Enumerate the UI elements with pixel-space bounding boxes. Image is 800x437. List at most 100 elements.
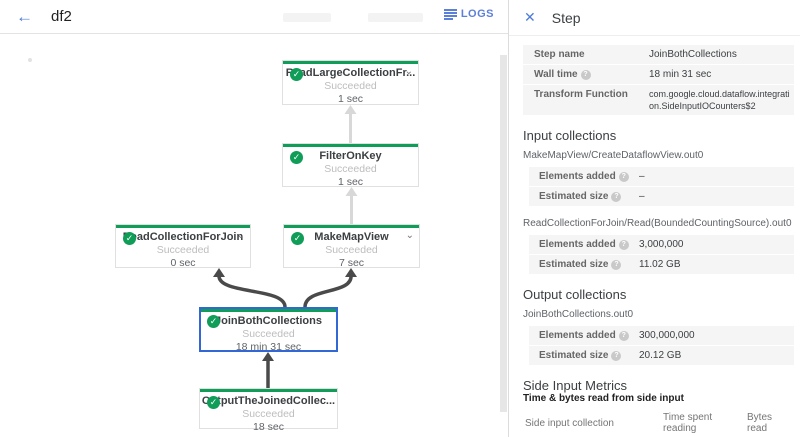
- help-icon[interactable]: ?: [618, 172, 629, 182]
- kv-row-estimated-size: Estimated size? –: [529, 187, 794, 206]
- help-icon[interactable]: ?: [611, 260, 622, 270]
- side-input-metrics-subheading: Time & bytes read from side input: [523, 393, 684, 404]
- node-title: ReadLargeCollectionFr...: [285, 67, 416, 79]
- kv-label: Step name: [534, 49, 585, 60]
- node-time: 7 sec: [338, 257, 365, 269]
- node-title: OutputTheJoinedCollec...: [201, 395, 336, 407]
- logs-label: LOGS: [460, 8, 494, 20]
- step-summary-table: Step name JoinBothCollections Wall time?…: [523, 45, 794, 115]
- side-input-metrics-table: Side input collection Time spent reading…: [523, 406, 794, 437]
- output-collection-group: JoinBothCollections.out0 Elements added?…: [523, 309, 794, 365]
- node-time: 1 sec: [337, 93, 364, 105]
- kv-label: Elements added?: [529, 329, 639, 342]
- kv-value: –: [639, 171, 645, 182]
- node-status: Succeeded: [156, 244, 210, 256]
- step-details-panel: ✕ Step Step name JoinBothCollections Wal…: [509, 0, 800, 437]
- node-status: Succeeded: [242, 408, 295, 420]
- kv-row-transform-function: Transform Function com.google.cloud.data…: [523, 85, 794, 115]
- graph-node-filter-on-key[interactable]: ✓ FilterOnKey Succeeded 1 sec: [282, 143, 419, 188]
- status-bar: [201, 309, 336, 312]
- panel-body: Step name JoinBothCollections Wall time?…: [509, 36, 800, 437]
- node-status: Succeeded: [324, 163, 377, 175]
- kv-value: 20.12 GB: [639, 350, 682, 361]
- graph-node-join-both-collections[interactable]: ✓ JoinBothCollections Succeeded 18 min 3…: [199, 307, 338, 353]
- vertical-scrollbar[interactable]: [500, 55, 507, 412]
- collection-name: JoinBothCollections.out0: [523, 309, 634, 320]
- logs-icon: [443, 8, 457, 20]
- success-check-icon: ✓: [123, 232, 136, 245]
- panel-header: ✕ Step: [509, 0, 800, 36]
- column-header: Bytes read: [745, 406, 794, 437]
- kv-label: Estimated size?: [529, 349, 639, 362]
- node-time: 0 sec: [170, 257, 196, 269]
- input-collections-heading: Input collections: [523, 128, 617, 143]
- node-status: Succeeded: [242, 328, 295, 340]
- success-check-icon: ✓: [291, 232, 304, 245]
- kv-value: 300,000,000: [639, 330, 695, 341]
- kv-value: JoinBothCollections: [649, 49, 737, 60]
- chevron-down-icon[interactable]: ⌄: [405, 230, 414, 241]
- kv-value: 3,000,000: [639, 239, 684, 250]
- status-bar: [284, 225, 419, 228]
- status-bar: [283, 61, 418, 64]
- node-time: 1 sec: [337, 176, 364, 188]
- success-check-icon: ✓: [207, 396, 220, 409]
- kv-label: Estimated size?: [529, 190, 639, 203]
- input-collection-group: MakeMapView/CreateDataflowView.out0 Elem…: [523, 150, 794, 206]
- job-title: df2: [51, 8, 72, 25]
- graph-node-read-collection-for-join[interactable]: ✓ ⌄ ReadCollectionForJoin Succeeded 0 se…: [115, 224, 251, 269]
- graph-node-read-large-collection[interactable]: ✓ ⌄ ReadLargeCollectionFr... Succeeded 1…: [282, 60, 419, 105]
- chevron-down-icon[interactable]: ⌄: [236, 230, 245, 241]
- column-header: Time spent reading: [661, 406, 745, 437]
- graph-node-make-map-view[interactable]: ✓ ⌄ MakeMapView Succeeded 7 sec: [283, 224, 420, 269]
- kv-row-step-name: Step name JoinBothCollections: [523, 45, 794, 64]
- status-bar: [116, 225, 250, 228]
- chevron-down-icon[interactable]: ⌄: [404, 66, 413, 77]
- kv-row-estimated-size: Estimated size? 20.12 GB: [529, 346, 794, 365]
- node-title: MakeMapView: [314, 231, 389, 243]
- success-check-icon: ✓: [290, 151, 303, 164]
- back-arrow-icon[interactable]: ←: [16, 7, 33, 26]
- side-input-metrics-heading: Side Input Metrics: [523, 378, 628, 393]
- kv-row-wall-time: Wall time? 18 min 31 sec: [523, 65, 794, 84]
- job-graph-canvas[interactable]: ✓ ⌄ ReadLargeCollectionFr... Succeeded 1…: [0, 34, 508, 437]
- graph-pane: ← df2 LOGS: [0, 0, 509, 437]
- canvas-speck: [28, 58, 32, 62]
- help-icon[interactable]: ?: [611, 192, 622, 202]
- kv-row-elements-added: Elements added? 3,000,000: [529, 235, 794, 254]
- help-icon[interactable]: ?: [618, 331, 629, 341]
- kv-value: com.google.cloud.dataflow.integration.Si…: [649, 89, 790, 111]
- close-icon[interactable]: ✕: [524, 9, 536, 25]
- collection-name: MakeMapView/CreateDataflowView.out0: [523, 150, 704, 161]
- success-check-icon: ✓: [207, 315, 220, 328]
- kv-label: Estimated size?: [529, 258, 639, 271]
- output-collections-heading: Output collections: [523, 287, 627, 302]
- help-icon[interactable]: ?: [611, 351, 622, 361]
- column-header: Side input collection: [523, 406, 661, 437]
- status-bar: [283, 144, 418, 147]
- collection-name: ReadCollectionForJoin/Read(BoundedCounti…: [523, 218, 792, 229]
- help-icon[interactable]: ?: [580, 70, 591, 80]
- kv-row-estimated-size: Estimated size? 11.02 GB: [529, 255, 794, 274]
- logs-button[interactable]: LOGS: [443, 8, 494, 20]
- kv-label: Transform Function: [534, 89, 628, 100]
- kv-label: Elements added?: [529, 170, 639, 183]
- node-title: FilterOnKey: [319, 150, 382, 162]
- node-status: Succeeded: [324, 80, 377, 92]
- redacted-text: [283, 13, 331, 22]
- node-status: Succeeded: [325, 244, 378, 256]
- status-bar: [200, 389, 337, 392]
- node-time: 18 min 31 sec: [235, 341, 302, 353]
- kv-row-elements-added: Elements added? –: [529, 167, 794, 186]
- table-header-row: Side input collection Time spent reading…: [523, 406, 794, 437]
- graph-node-output-the-joined-collection[interactable]: ✓ OutputTheJoinedCollec... Succeeded 18 …: [199, 388, 338, 433]
- redacted-text: [368, 13, 423, 22]
- kv-label: Wall time?: [523, 68, 649, 81]
- node-title: JoinBothCollections: [215, 315, 322, 327]
- graph-edges: [213, 105, 358, 388]
- kv-value: 18 min 31 sec: [649, 69, 712, 80]
- node-time: 18 sec: [253, 421, 284, 433]
- success-check-icon: ✓: [290, 68, 303, 81]
- help-icon[interactable]: ?: [618, 240, 629, 250]
